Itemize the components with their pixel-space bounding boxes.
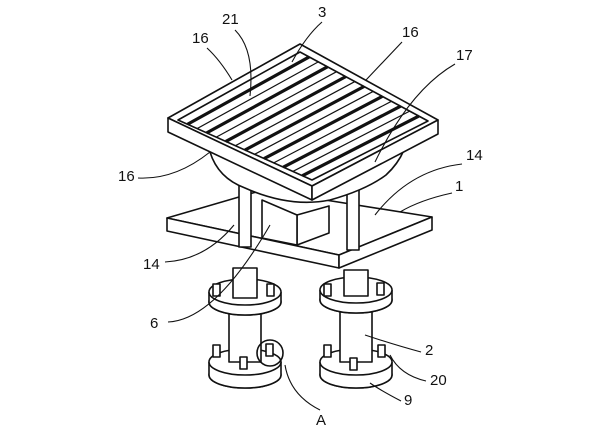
leader-line bbox=[234, 29, 252, 97]
leader-line bbox=[389, 354, 427, 382]
panel-stripe bbox=[186, 55, 310, 126]
label-a: A bbox=[316, 412, 326, 428]
label-17: 17 bbox=[456, 47, 473, 64]
panel-stripe bbox=[205, 65, 329, 135]
panel-stripes bbox=[186, 55, 420, 178]
leader-line bbox=[284, 364, 321, 411]
label-16-top-right: 16 bbox=[402, 24, 419, 41]
solar-tray bbox=[167, 43, 439, 201]
panel-stripe bbox=[263, 94, 384, 160]
leader-line bbox=[137, 151, 211, 179]
panel-stripe bbox=[282, 104, 402, 169]
panel-stripe bbox=[301, 114, 420, 178]
leg-left bbox=[208, 267, 284, 389]
panel-stripe bbox=[225, 75, 347, 143]
panel-stripe bbox=[244, 85, 365, 152]
leader-line bbox=[206, 47, 233, 81]
leader-line bbox=[369, 382, 402, 402]
label-9: 9 bbox=[404, 392, 412, 409]
label-14-left: 14 bbox=[143, 256, 160, 273]
label-1: 1 bbox=[455, 178, 463, 195]
label-14-right: 14 bbox=[466, 147, 483, 164]
motor-block bbox=[261, 199, 330, 246]
leader-lines bbox=[137, 21, 463, 411]
leader-line bbox=[364, 334, 422, 353]
label-20: 20 bbox=[430, 372, 447, 389]
label-16-left: 16 bbox=[118, 168, 135, 185]
upper-posts bbox=[238, 179, 360, 251]
panel-stripe bbox=[235, 81, 356, 147]
labels: 21 3 16 16 17 16 14 1 14 6 2 20 9 A bbox=[118, 4, 483, 428]
panel-stripe bbox=[292, 110, 410, 172]
label-21: 21 bbox=[222, 11, 239, 28]
leader-line bbox=[167, 224, 271, 323]
panel-stripe bbox=[254, 90, 374, 155]
leader-line bbox=[399, 192, 453, 213]
leader-line bbox=[374, 163, 463, 216]
label-16-top-left: 16 bbox=[192, 30, 209, 47]
panel-stripe bbox=[215, 71, 337, 138]
leader-line bbox=[374, 63, 456, 163]
label-2: 2 bbox=[425, 342, 433, 359]
label-3: 3 bbox=[318, 4, 326, 21]
panel-stripe bbox=[273, 100, 392, 164]
leader-line bbox=[291, 21, 323, 63]
panel-stripe bbox=[196, 61, 319, 130]
leader-line bbox=[164, 224, 235, 263]
leader-line bbox=[365, 41, 403, 81]
label-6: 6 bbox=[150, 315, 158, 332]
detail-a-circle bbox=[256, 339, 284, 367]
leg-right bbox=[319, 269, 393, 389]
